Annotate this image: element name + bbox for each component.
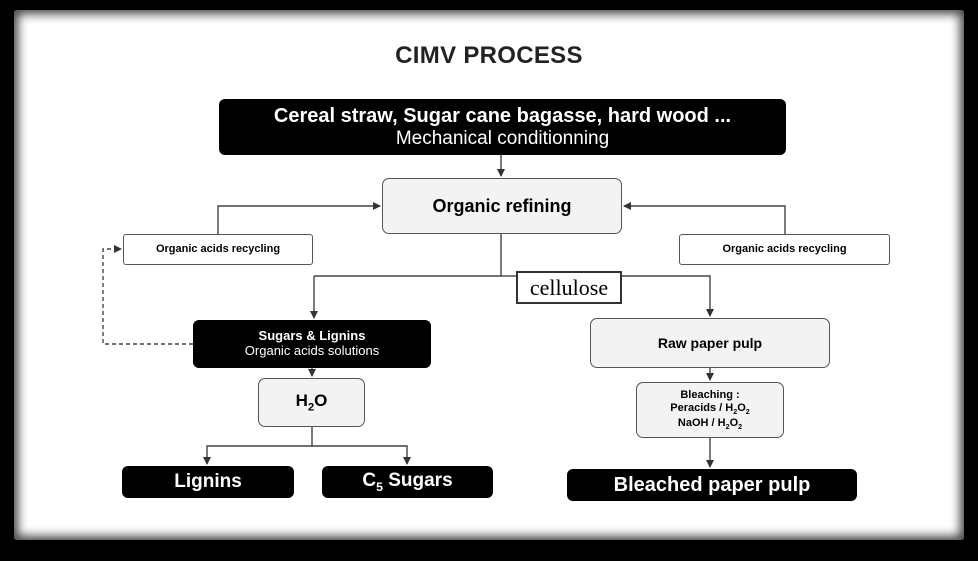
line-h2o-split — [203, 427, 313, 465]
cellulose-label: cellulose — [529, 274, 609, 300]
lignins-box: Lignins — [122, 466, 294, 498]
cellulose-box: cellulose — [516, 271, 622, 304]
c5-sugars-label: C5 Sugars — [362, 470, 453, 494]
raw-paper-pulp-label: Raw paper pulp — [657, 334, 763, 351]
bleaching-label: Bleaching : — [680, 388, 740, 401]
raw-paper-pulp-box: Raw paper pulp — [590, 318, 830, 368]
sugars-lignins-box: Sugars & Lignins Organic acids solutions — [193, 320, 431, 368]
mechanical-conditioning-label: Mechanical conditionning — [395, 127, 610, 149]
recycling-right-label: Organic acids recycling — [722, 243, 847, 256]
line-refining-split — [314, 234, 502, 277]
h2o-box: H2O — [258, 378, 365, 427]
source-materials-box: Cereal straw, Sugar cane bagasse, hard w… — [219, 99, 786, 155]
organic-refining-box: Organic refining — [382, 178, 622, 234]
arrow-to-c5 — [312, 445, 411, 465]
sugars-lignins-label: Sugars & Lignins — [258, 328, 366, 344]
organic-refining-label: Organic refining — [432, 195, 572, 216]
recycling-left-box: Organic acids recycling — [123, 234, 313, 265]
bleaching-naoh-label: NaOH / H2O2 — [677, 416, 743, 431]
diagram-frame — [14, 10, 964, 540]
organic-acids-solutions-label: Organic acids solutions — [244, 343, 380, 358]
recycling-left-label: Organic acids recycling — [155, 243, 281, 256]
arrow-to-raw-pulp — [622, 275, 714, 317]
source-materials-label: Cereal straw, Sugar cane bagasse, hard w… — [273, 104, 732, 127]
bleaching-box: Bleaching : Peracids / H2O2 NaOH / H2O2 — [636, 382, 784, 438]
lignins-label: Lignins — [174, 471, 242, 493]
bleached-paper-pulp-label: Bleached paper pulp — [613, 473, 811, 496]
arrow-recycle-left-to-refining — [217, 202, 381, 234]
bleaching-peracids-label: Peracids / H2O2 — [670, 401, 750, 417]
h2o-label: H2O — [295, 390, 328, 414]
dashed-recycle-loop — [102, 245, 193, 345]
bleached-paper-pulp-box: Bleached paper pulp — [567, 469, 857, 501]
c5-sugars-box: C5 Sugars — [322, 466, 493, 498]
diagram-title: CIMV PROCESS — [395, 42, 583, 69]
arrow-recycle-right-to-refining — [623, 202, 786, 234]
recycling-right-box: Organic acids recycling — [679, 234, 890, 265]
